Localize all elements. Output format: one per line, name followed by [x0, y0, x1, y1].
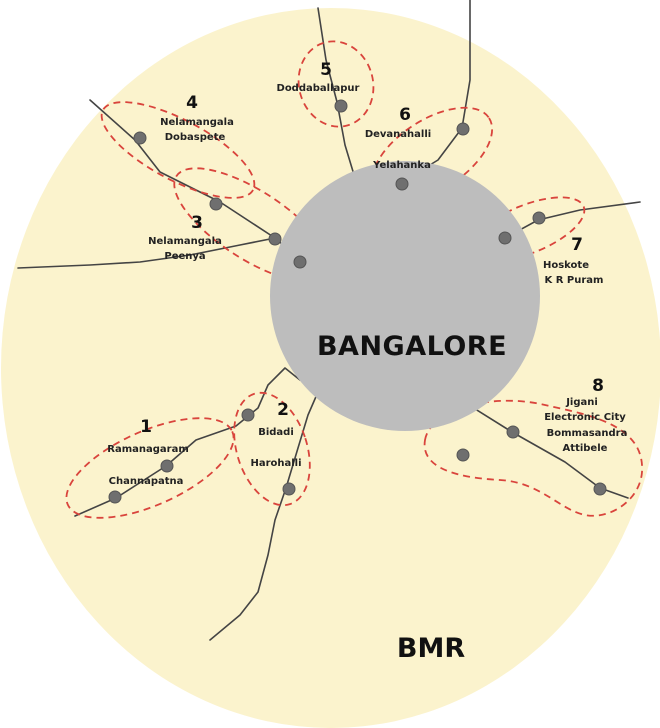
- center-label: BANGALORE: [317, 331, 507, 362]
- zone-4-outline: [100, 101, 256, 199]
- node-attibele: [593, 482, 607, 496]
- zone-7-number: 7: [571, 235, 583, 255]
- zone-4-number: 4: [186, 93, 198, 113]
- zone-2-outline: [233, 391, 311, 507]
- zone-6-label-line1: Devanahalli: [365, 129, 431, 140]
- node-channapatna: [108, 490, 122, 504]
- road-west-ramanagaram: [74, 367, 301, 517]
- zone-8-label-line2: Electronic City: [544, 412, 626, 423]
- node-hoskote: [532, 211, 546, 225]
- zone-8-outline: [423, 399, 643, 517]
- zone-2-label-line2: Harohalli: [250, 458, 301, 469]
- zone-outlines: [65, 40, 643, 519]
- zone-7-label-line2: K R Puram: [545, 275, 604, 286]
- zone-2-label-line1: Bidadi: [258, 427, 294, 438]
- zone-8-number: 8: [592, 376, 604, 396]
- zone-4-label-line1: Nelamangala: [160, 117, 234, 128]
- zone-3-label-line2: Peenya: [164, 251, 205, 262]
- node-jigani: [456, 448, 470, 462]
- zone-3-number: 3: [191, 213, 203, 233]
- zone-4-label-line2: Dobaspete: [165, 132, 226, 143]
- zone-6-number: 6: [399, 105, 411, 125]
- node-harohalli: [282, 482, 296, 496]
- zone-1-number: 1: [140, 417, 152, 437]
- zone-7-label-line1: Hoskote: [543, 260, 589, 271]
- zone-3-label-line1: Nelamangala: [148, 236, 222, 247]
- zone-6-outline: [370, 106, 494, 204]
- zone-8-label-line1: Jigani: [565, 397, 598, 408]
- road-southeast-hosur: [447, 391, 629, 499]
- zone-6-label-line2: Yelahanka: [372, 160, 431, 171]
- node-ramanagaram: [160, 459, 174, 473]
- node-kr-puram: [498, 231, 512, 245]
- zone-1-label-line2: Channapatna: [109, 476, 184, 487]
- zone-1-outline: [65, 417, 235, 519]
- node-doddaballapur: [334, 99, 348, 113]
- node-dobaspete: [133, 131, 147, 145]
- node-peenya-b: [293, 255, 307, 269]
- zone-5-label-line1: Doddaballapur: [277, 83, 360, 94]
- node-electronic-city: [506, 425, 520, 439]
- zone-5-number: 5: [320, 60, 332, 80]
- zone-2-number: 2: [277, 400, 289, 420]
- zone-8-label-line3: Bommasandra: [547, 428, 628, 439]
- node-bidadi: [241, 408, 255, 422]
- zone-8-label-line4: Attibele: [563, 443, 608, 454]
- region-label: BMR: [397, 633, 465, 664]
- road-west-magadi: [17, 237, 276, 269]
- node-yelahanka: [395, 177, 409, 191]
- zone-1-label-line1: Ramanagaram: [107, 444, 189, 455]
- bangalore-core: [270, 161, 540, 431]
- zone-5-outline: [297, 40, 375, 128]
- node-peenya-a: [268, 232, 282, 246]
- settlement-nodes: [108, 99, 607, 504]
- node-devanahalli: [456, 122, 470, 136]
- road-southwest-kanakapura: [209, 391, 319, 641]
- node-nelamangala: [209, 197, 223, 211]
